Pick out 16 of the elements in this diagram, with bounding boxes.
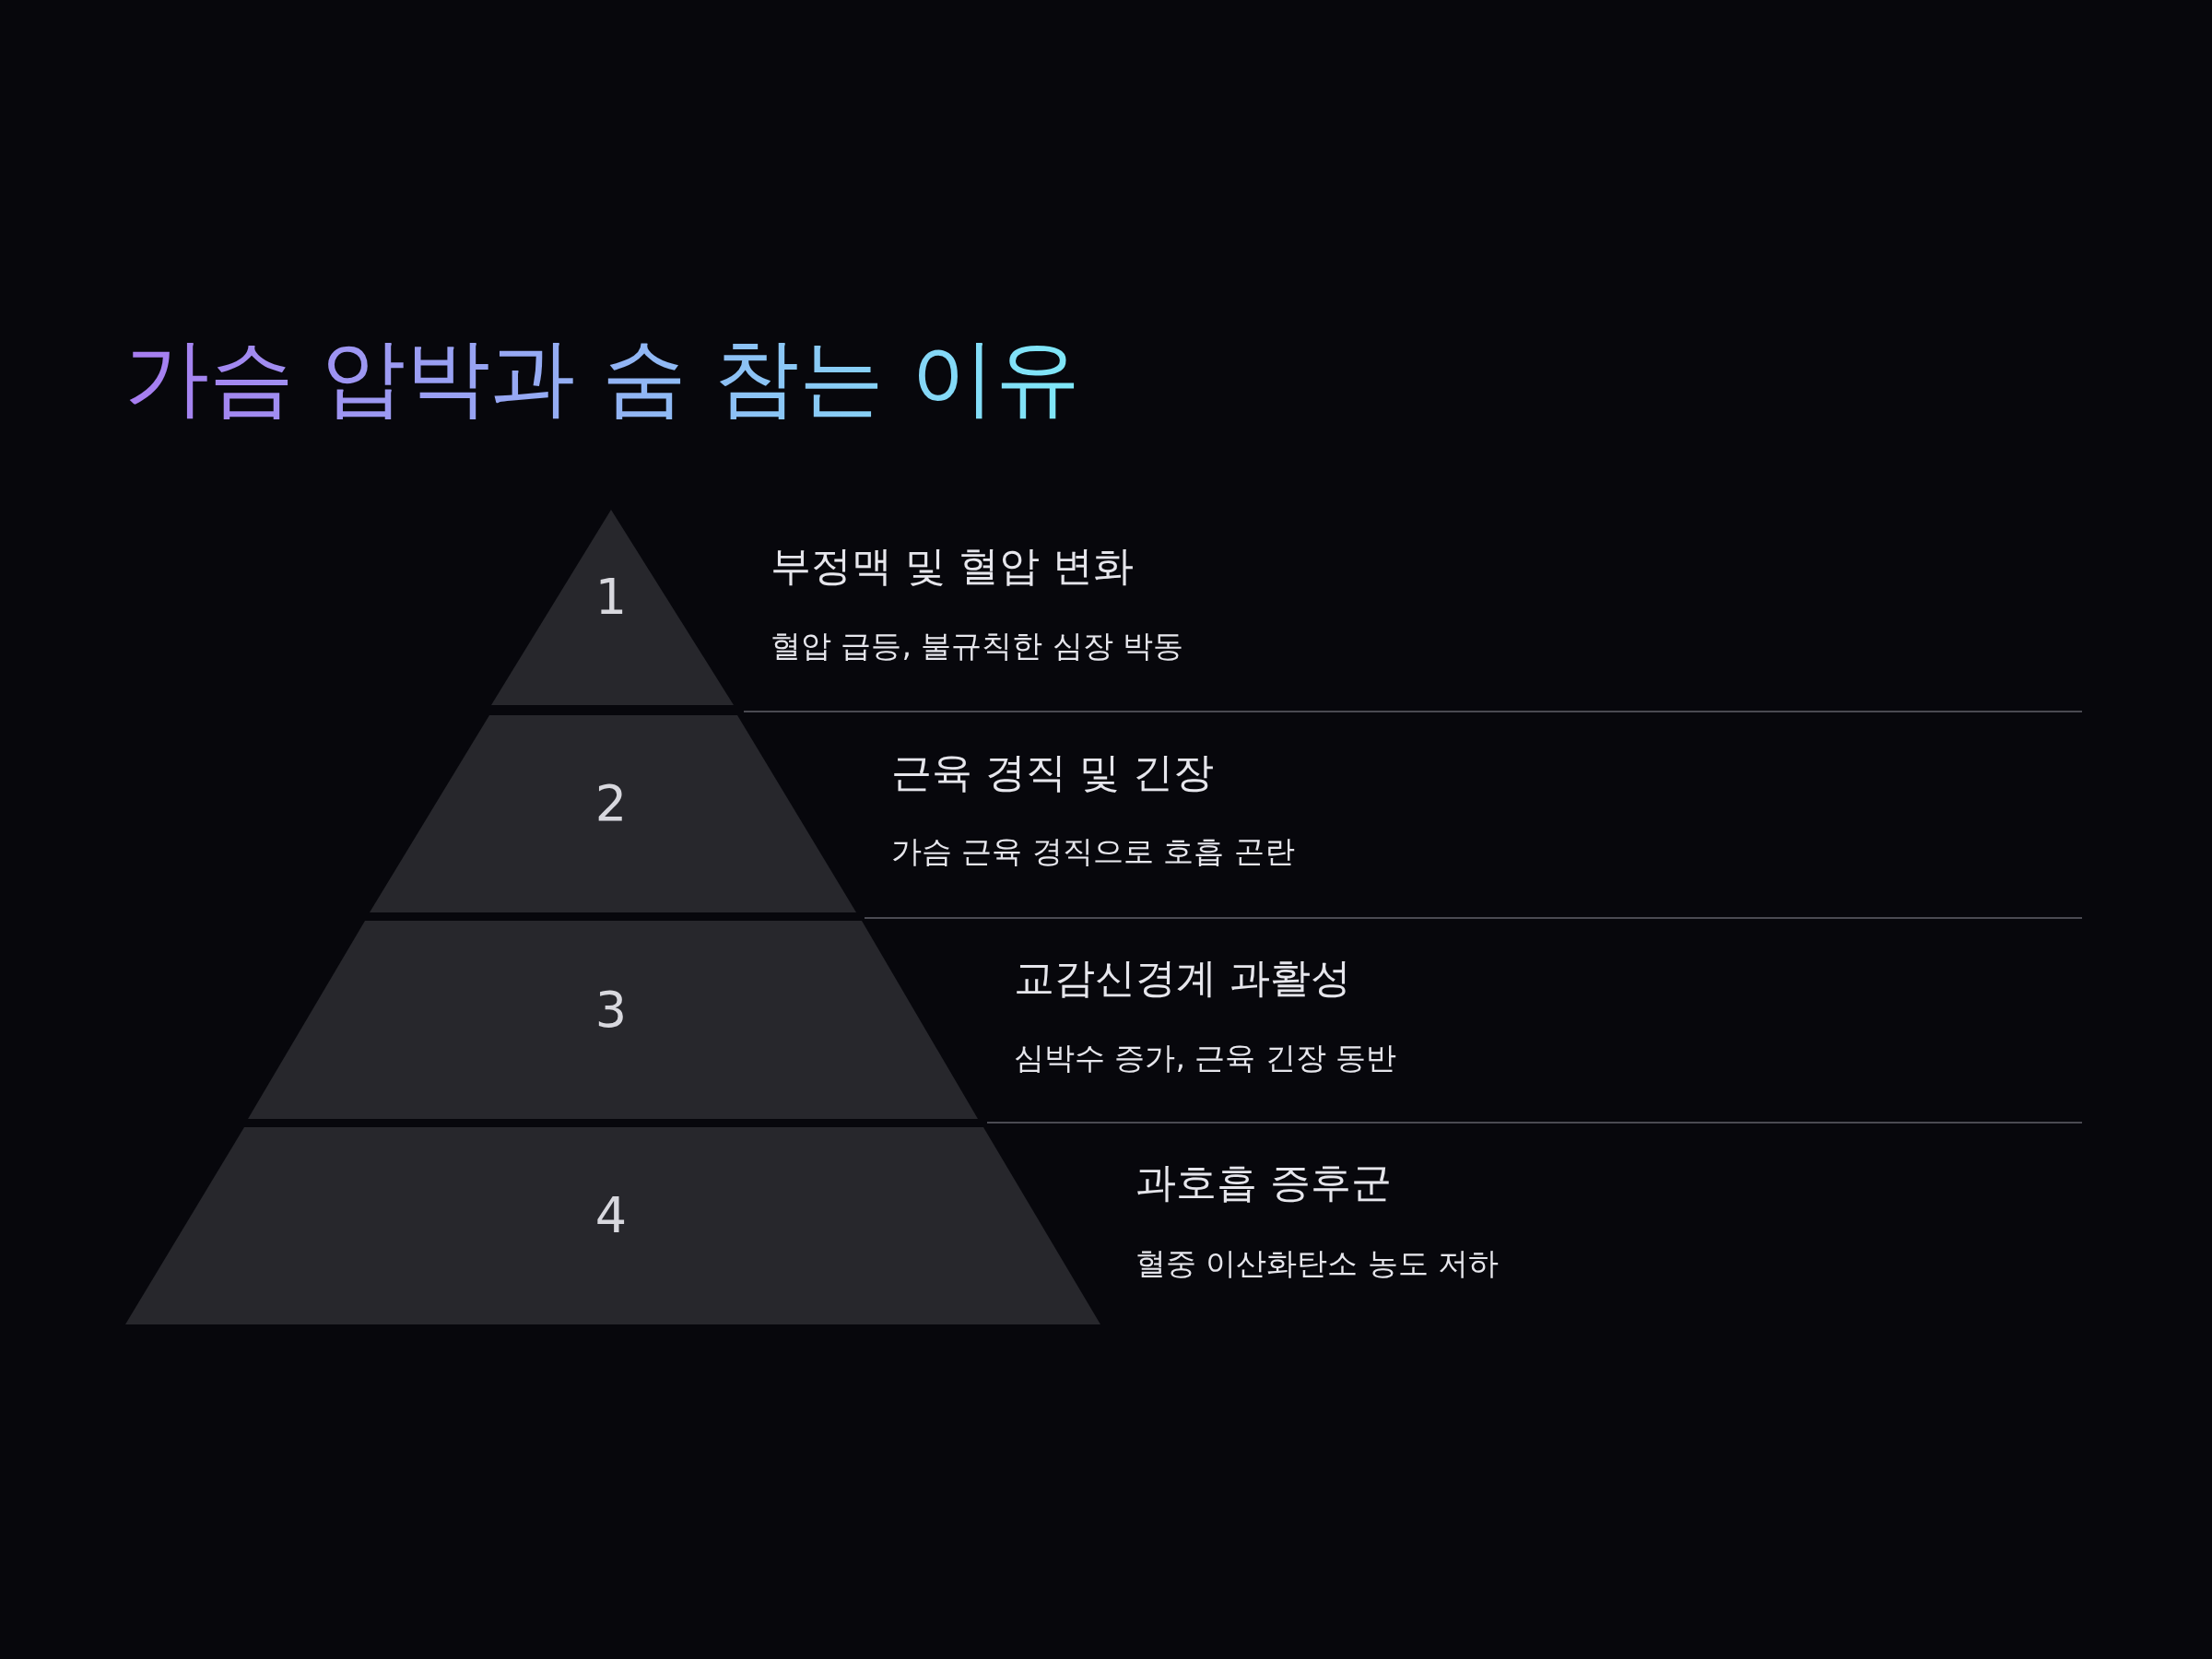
tier-number: 4 [594, 1191, 628, 1241]
tier-description: 가슴 근육 경직으로 호흡 곤란 [891, 833, 1295, 870]
tier-heading: 교감신경계 과활성 [1014, 954, 1351, 1003]
tier-heading: 부정맥 및 혈압 변화 [771, 542, 1134, 591]
tier-number: 1 [594, 572, 628, 623]
tier-description: 혈압 급등, 불규칙한 심장 박동 [771, 628, 1184, 665]
pyramid-tier [125, 1127, 1100, 1324]
tier-description: 혈중 이산화탄소 농도 저하 [1135, 1245, 1500, 1282]
tier-number: 3 [594, 984, 628, 1035]
tier-description: 심박수 증가, 근육 긴장 동반 [1014, 1040, 1397, 1077]
tier-heading: 과호흡 증후군 [1135, 1159, 1392, 1207]
pyramid-tier [248, 921, 978, 1119]
tier-number: 2 [594, 779, 628, 830]
pyramid-tier [370, 715, 856, 912]
pyramid-tier [491, 510, 734, 705]
tier-heading: 근육 경직 및 긴장 [891, 748, 1214, 797]
